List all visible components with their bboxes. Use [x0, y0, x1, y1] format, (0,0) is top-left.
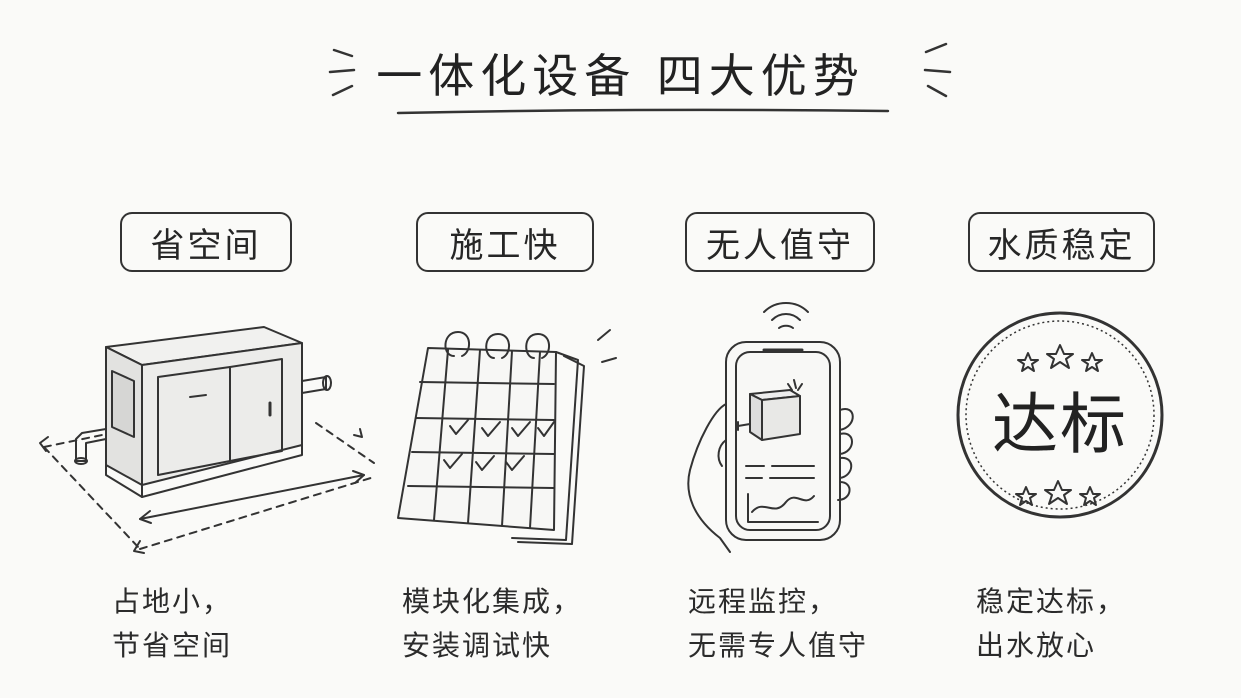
feature-desc-unattended: 远程监控， 无需专人值守: [688, 580, 868, 668]
feature-label-construction: 施工快: [416, 212, 594, 272]
star-icon: [1017, 352, 1039, 372]
feature-desc-water-quality: 稳定达标， 出水放心: [976, 580, 1126, 668]
desc-line: 无需专人值守: [688, 629, 869, 662]
feature-desc-space: 占地小， 节省空间: [112, 580, 232, 668]
desc-line: 安装调试快: [402, 629, 553, 662]
left-dash-mark: [328, 48, 356, 97]
desc-line: 远程监控，: [688, 585, 839, 618]
stamp-icon: [956, 311, 1164, 519]
title-underline: [396, 108, 890, 115]
desc-line: 出水放心: [976, 629, 1097, 662]
star-icon: [1081, 352, 1103, 372]
right-dash-mark: [923, 42, 952, 98]
stamp-text: 达标: [992, 386, 1128, 463]
title-decoration: [328, 42, 952, 115]
star-icon: [1015, 486, 1037, 506]
feature-desc-construction: 模块化集成， 安装调试快: [402, 580, 582, 668]
feature-label-space: 省空间: [120, 212, 292, 272]
desc-line: 节省空间: [112, 629, 233, 662]
desc-line: 模块化集成，: [402, 585, 583, 618]
star-icon: [1079, 486, 1101, 506]
feature-label-unattended: 无人值守: [685, 212, 875, 272]
desc-line: 稳定达标，: [976, 585, 1127, 618]
desc-line: 占地小，: [112, 585, 233, 618]
feature-label-water-quality: 水质稳定: [968, 212, 1155, 272]
star-icon: [1046, 344, 1074, 369]
equipment-box-icon: [39, 326, 375, 554]
star-icon: [1044, 480, 1072, 505]
wifi-icon: [763, 302, 809, 329]
smartphone-icon: [687, 302, 854, 553]
page-title: 一体化设备 四大优势: [376, 49, 865, 103]
calendar-icon: [397, 329, 617, 545]
